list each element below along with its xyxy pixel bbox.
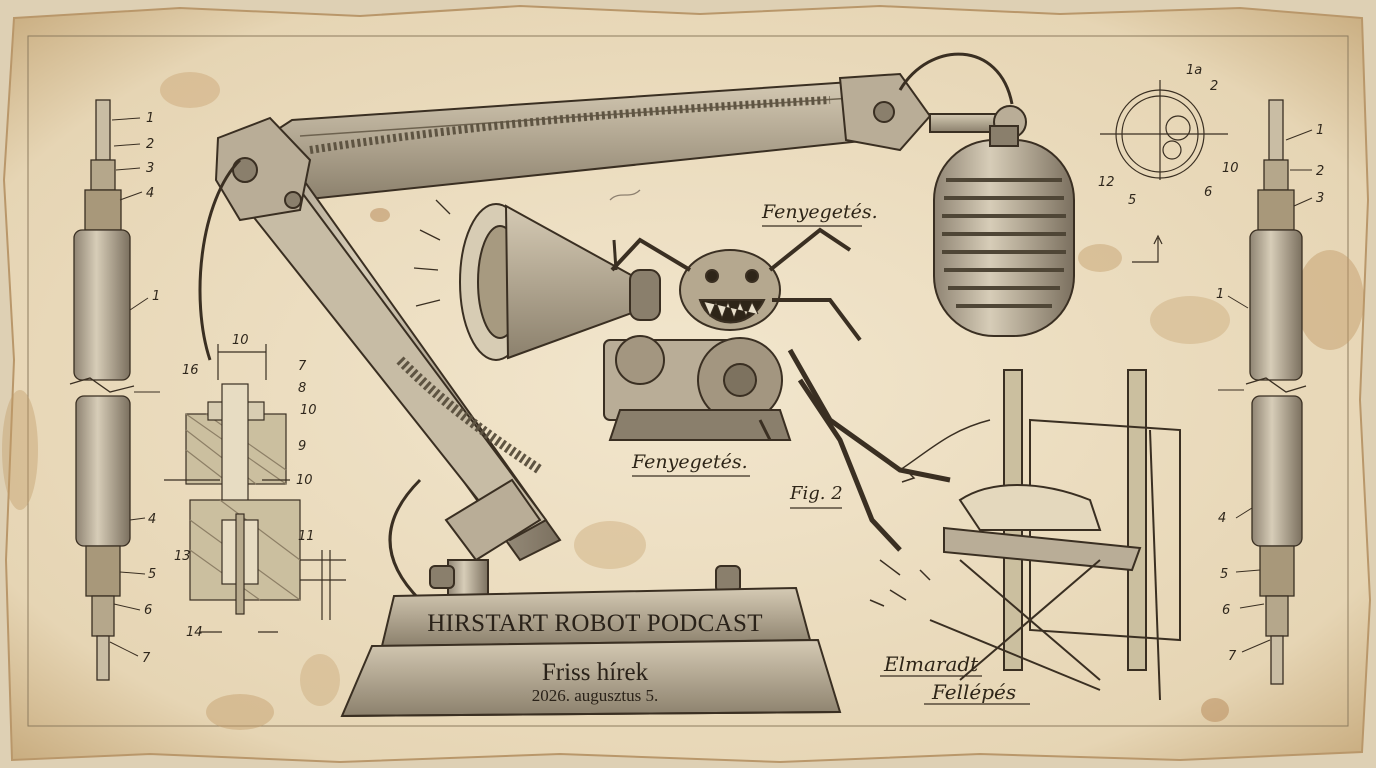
left-cable-label: 4 — [148, 512, 156, 527]
cross-section-diagram — [164, 344, 346, 633]
circle-label: 2 — [1210, 79, 1218, 94]
left-cable-labels: 1 2 3 4 1 4 5 6 7 — [142, 111, 160, 666]
circle-label: 5 — [1128, 193, 1136, 208]
section-label: 13 — [174, 549, 191, 564]
circle-label: 6 — [1204, 185, 1212, 200]
plate-subtitle: Friss hírek — [541, 659, 649, 686]
right-cable-label: 6 — [1222, 603, 1230, 618]
annotation-figure: Fig. 2 — [790, 483, 843, 504]
plate-title: HIRSTART ROBOT PODCAST — [427, 610, 763, 637]
microphone-arm — [198, 52, 1027, 562]
left-cable-label: 2 — [146, 137, 154, 152]
section-label: 10 — [300, 403, 317, 418]
left-cable-label: 1 — [146, 111, 154, 126]
section-label: 8 — [298, 381, 306, 396]
right-cable-label: 1 — [1216, 287, 1224, 302]
right-cable-label: 2 — [1316, 164, 1324, 179]
circle-label: 12 — [1098, 175, 1115, 190]
left-cable-label: 4 — [146, 186, 154, 201]
circle-detail-diagram — [1100, 80, 1228, 263]
section-label: 11 — [298, 529, 315, 544]
right-cable-diagram — [1245, 99, 1307, 685]
left-cable-label: 1 — [152, 289, 160, 304]
annotation-threat-top: Fenyegetés. — [762, 201, 878, 223]
right-cable-label: 1 — [1316, 123, 1324, 138]
section-label: 7 — [298, 359, 307, 374]
right-cable-label: 7 — [1228, 649, 1237, 664]
right-cable-label: 4 — [1218, 511, 1226, 526]
annotation-missed-2: Fellépés — [932, 680, 1017, 704]
left-cable-label: 5 — [148, 567, 156, 582]
right-cable-label: 3 — [1316, 191, 1324, 206]
right-cable-label-pointers — [1218, 129, 1313, 653]
section-label: 9 — [298, 439, 306, 454]
plate-date: 2026. augusztus 5. — [531, 686, 659, 705]
left-cable-label: 6 — [144, 603, 152, 618]
section-label: 10 — [232, 333, 249, 348]
microphone — [933, 125, 1075, 337]
left-cable-diagram — [69, 99, 135, 681]
annotation-missed-1: Elmaradt — [884, 652, 979, 676]
annotation-threat-bottom: Fenyegetés. — [632, 451, 748, 473]
lamp-base — [340, 478, 842, 718]
section-label: 14 — [186, 625, 203, 640]
left-cable-label: 7 — [142, 651, 151, 666]
left-cable-label: 3 — [146, 161, 154, 176]
circle-label: 10 — [1222, 161, 1239, 176]
left-cable-label-pointers — [109, 117, 160, 657]
megaphone — [413, 199, 661, 361]
broken-chair — [869, 369, 1181, 701]
section-label: 16 — [182, 363, 199, 378]
robot-spider — [603, 189, 951, 552]
note-underlines — [632, 225, 1030, 705]
cross-section-labels: 10 16 7 8 10 9 10 13 11 14 — [174, 333, 317, 640]
right-cable-label: 5 — [1220, 567, 1228, 582]
section-label: 10 — [296, 473, 313, 488]
circle-detail-labels: 1a 2 10 6 12 5 — [1098, 63, 1239, 208]
right-cable-labels: 1 2 3 1 4 5 6 7 — [1216, 123, 1324, 664]
circle-label: 1a — [1186, 63, 1202, 78]
